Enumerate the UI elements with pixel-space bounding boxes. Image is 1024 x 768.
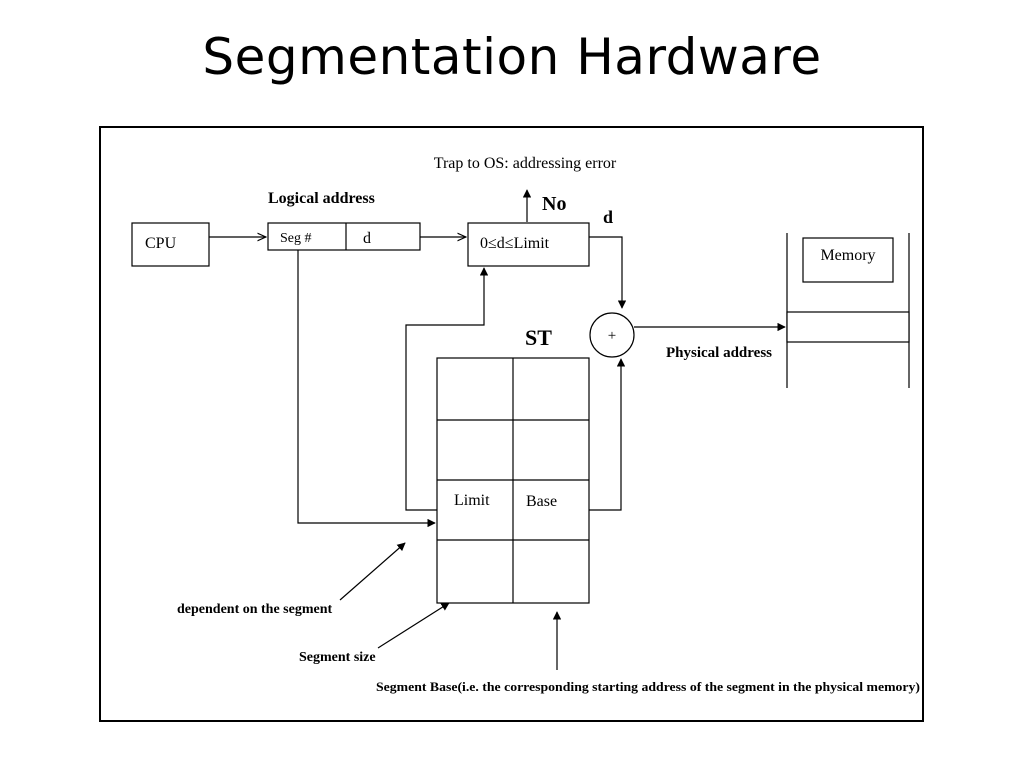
segment-size-annotation-arrow [377,602,450,649]
limit-cell-label: Limit [454,492,490,509]
st-label: ST [525,325,552,350]
adder-label: + [608,328,616,344]
adder-circle [589,312,635,358]
cpu-label: CPU [145,235,177,252]
memory-label: Memory [820,247,875,264]
slide-title: Segmentation Hardware [202,28,822,86]
no-label: No [542,193,566,215]
diagram-frame [99,126,924,722]
compare-box [467,222,590,267]
annotation-dependent: dependent on the segment [177,602,333,617]
physical-address-label: Physical address [666,345,772,361]
d-label: d [603,207,613,227]
logical-address-box [267,222,421,251]
cpu-box [131,222,210,267]
base-cell-label: Base [526,493,557,510]
memory-label-box [802,237,894,283]
memory-segment-box [786,311,910,343]
logical-address-label: Logical address [268,190,375,207]
seg-to-table-arrow [297,250,436,528]
annotation-segment-base: Segment Base(i.e. the corresponding star… [376,679,920,694]
trap-label: Trap to OS: addressing error [434,155,617,172]
limit-to-compare-arrow [405,267,489,511]
compare-to-adder-arrow [589,236,627,309]
seg-field-label: Seg # [280,231,312,246]
annotation-segment-size: Segment size [299,650,376,665]
base-to-adder-arrow [589,358,626,511]
dependent-annotation-arrow [339,542,406,601]
compare-label: 0≤d≤Limit [480,235,550,252]
offset-field-label: d [363,230,371,247]
